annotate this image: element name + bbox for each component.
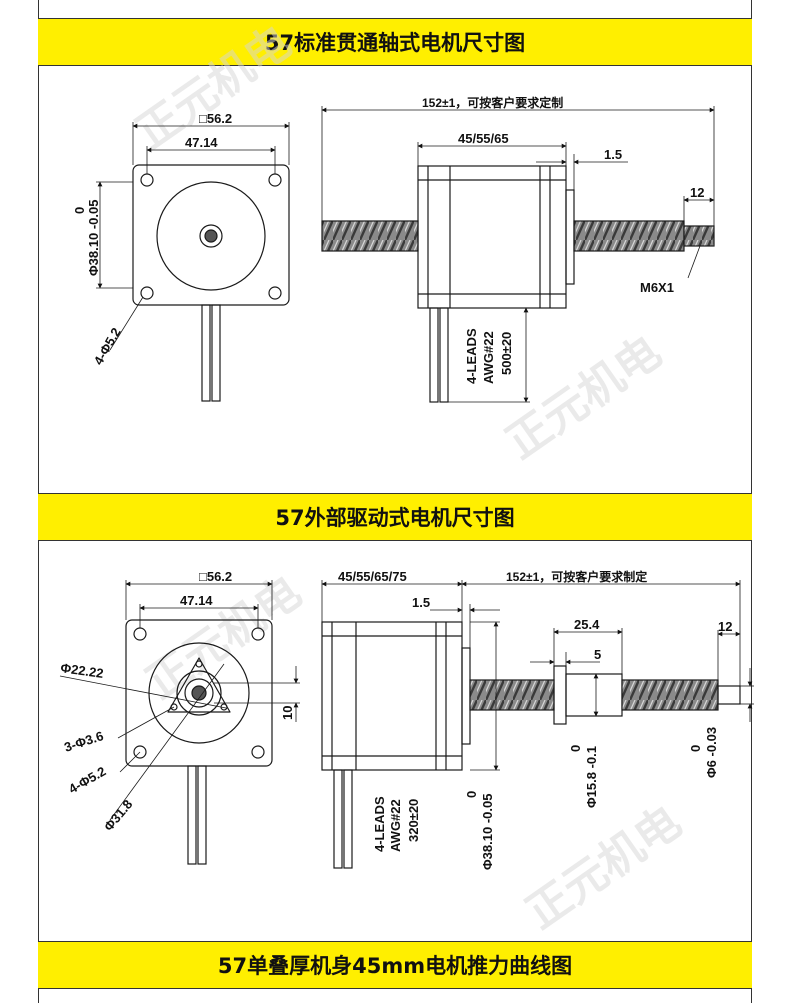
d1-boss-zero: 0 <box>72 207 87 214</box>
banner-thrust-curve: 57单叠厚机身45mm电机推力曲线图 <box>38 941 752 989</box>
d2-nut-flange-label: 5 <box>594 647 601 662</box>
d2-leads-label: 4-LEADS <box>372 796 387 852</box>
d1-hole-pitch-label: 47.14 <box>185 135 218 150</box>
svg-text:正元机电: 正元机电 <box>497 326 670 469</box>
d2-mount-holes-label: 4-Φ5.2 <box>66 763 108 796</box>
d2-thread-length-label: 12 <box>718 619 732 634</box>
banner-external-drive-dimensions: 57外部驱动式电机尺寸图 <box>38 493 752 541</box>
d1-leads-label: 4-LEADS <box>464 328 479 384</box>
d2-shaft-zero: 0 <box>688 745 703 752</box>
d1-body-length-label: 45/55/65 <box>458 131 509 146</box>
d1-total-length-label: 152±1，可按客户要求定制 <box>422 95 563 110</box>
d1-mount-holes-label: 4-Φ5.2 <box>91 325 124 367</box>
d2-hole-pitch-label: 47.14 <box>180 593 213 608</box>
d2-body-length-label: 45/55/65/75 <box>338 569 407 584</box>
side-view-1-dimensions <box>321 106 715 403</box>
d2-nut-holes-label: 3-Φ3.6 <box>62 728 105 755</box>
d1-lead-length-label: 500±20 <box>499 332 514 375</box>
d2-lead-length-label: 320±20 <box>406 799 421 842</box>
d1-boss-dia-label: Φ38.10 -0.05 <box>86 200 101 276</box>
d2-total-length-label: 152±1，可按客户要求制定 <box>506 569 647 584</box>
front-view-1 <box>132 164 290 402</box>
d2-bolt-circle-label: Φ31.8 <box>101 797 136 834</box>
d1-thread-length-label: 12 <box>690 185 704 200</box>
d2-flange-label: 1.5 <box>412 595 430 610</box>
front-view-1-dimensions <box>96 122 290 351</box>
d2-nut-zero: 0 <box>568 745 583 752</box>
d2-pcd-label: Φ22.22 <box>60 660 105 681</box>
svg-text:正元机电: 正元机电 <box>517 796 690 939</box>
side-view-2 <box>321 621 741 869</box>
front-view-2-dimensions <box>59 580 300 821</box>
d2-square-label: □56.2 <box>199 569 232 584</box>
d1-awg-label: AWG#22 <box>481 331 496 384</box>
d2-nut-length-label: 25.4 <box>574 617 600 632</box>
d1-square-label: □56.2 <box>199 111 232 126</box>
d2-nut-dia-label: Φ15.8 -0.1 <box>584 746 599 808</box>
d1-thread-label: M6X1 <box>640 280 674 295</box>
d2-nut-thickness-label: 10 <box>280 706 295 720</box>
d2-shaft-dia-label: Φ6 -0.03 <box>704 727 719 778</box>
d2-awg-label: AWG#22 <box>388 799 403 852</box>
d1-flange-label: 1.5 <box>604 147 622 162</box>
svg-text:正元机电: 正元机电 <box>137 566 310 709</box>
side-view-1 <box>321 165 715 403</box>
banner-through-shaft-dimensions: 57标准贯通轴式电机尺寸图 <box>38 18 752 66</box>
side-view-2-dimensions <box>321 580 754 771</box>
d2-boss-dia-label: Φ38.10 -0.05 <box>480 794 495 870</box>
d2-boss-zero: 0 <box>464 791 479 798</box>
